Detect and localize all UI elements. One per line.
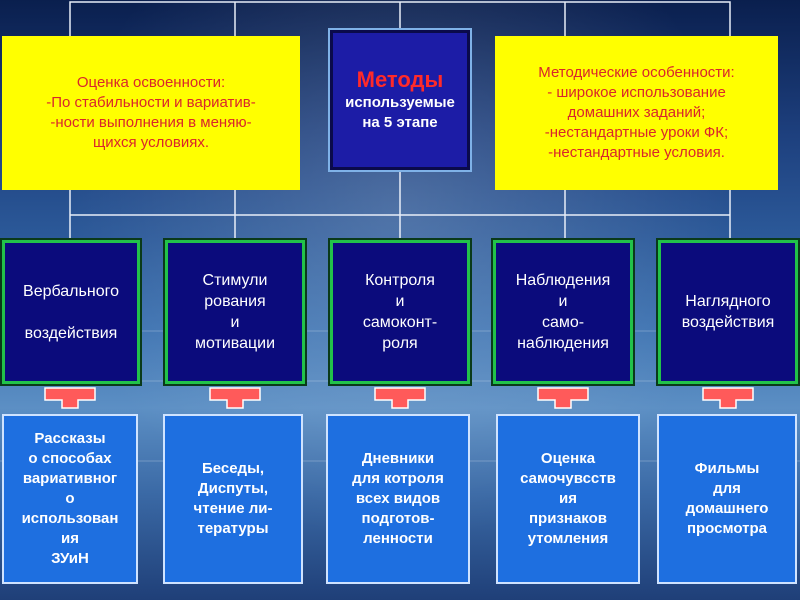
example-diaries-box: Дневники для котроля всех видов подготов…	[326, 414, 470, 584]
down-arrow-icon	[375, 388, 425, 408]
example-label: Дневники для котроля всех видов подготов…	[352, 449, 444, 549]
example-label: Фильмы для домашнего просмотра	[686, 459, 769, 539]
example-label: Рассказы о способах вариативног о исполь…	[22, 429, 119, 569]
example-wellbeing-box: Оценка самочувсств ия признаков утомлени…	[496, 414, 640, 584]
down-arrow-icon	[210, 388, 260, 408]
example-label: Оценка самочувсств ия признаков утомлени…	[520, 449, 616, 549]
down-arrow-icon	[703, 388, 753, 408]
down-arrow-icon	[45, 388, 95, 408]
example-films-box: Фильмы для домашнего просмотра	[657, 414, 797, 584]
example-discussions-box: Беседы, Диспуты, чтение ли- тературы	[163, 414, 303, 584]
example-label: Беседы, Диспуты, чтение ли- тературы	[194, 459, 273, 539]
example-stories-box: Рассказы о способах вариативног о исполь…	[2, 414, 138, 584]
down-arrow-icon	[538, 388, 588, 408]
